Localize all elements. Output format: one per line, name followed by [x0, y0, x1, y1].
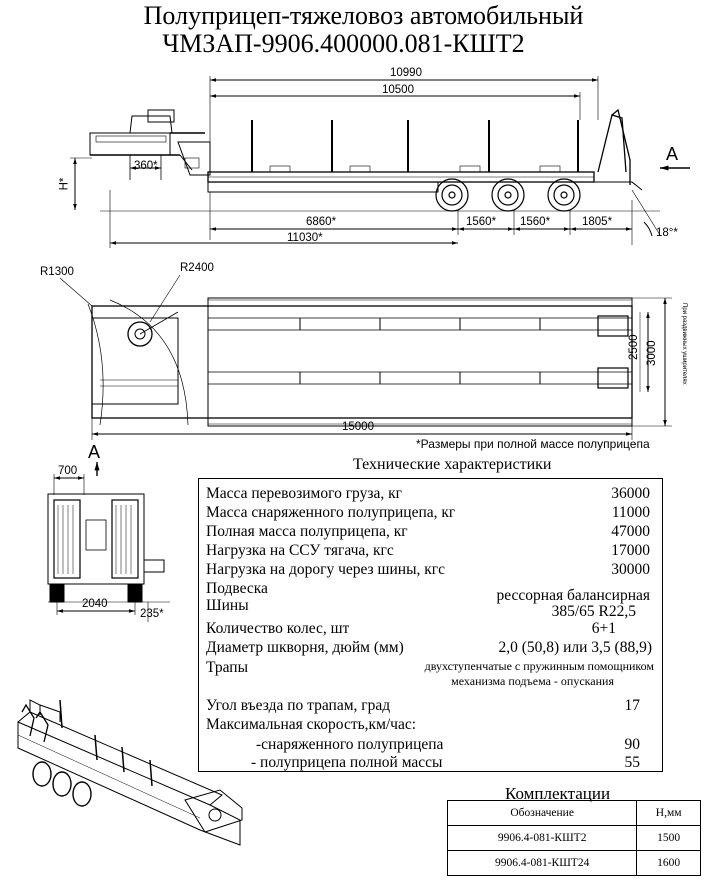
kits-col-designation: Обозначение: [446, 800, 638, 826]
kits-col-height: Н,мм: [636, 800, 701, 826]
dim-ground-clearance: 235*: [140, 608, 164, 620]
specs-heading: Технические характеристики: [353, 456, 552, 473]
spec-value-ramps-2: механизма подъема - опускания: [451, 674, 614, 688]
top-view: [59, 274, 672, 476]
spec-label-speed: Максимальная скорость,км/час:: [206, 716, 417, 733]
dim-height: H*: [58, 177, 71, 191]
spec-value: 30000: [611, 561, 650, 578]
isometric-view: [17, 699, 243, 846]
spec-label: Масса перевозимого груза, кг: [206, 485, 402, 502]
spec-label-speed-empty: -снаряженного полуприцепа: [256, 736, 444, 753]
rear-view: [47, 474, 170, 622]
spec-label-wheels: Количество колес, шт: [206, 620, 350, 637]
dim-radius-front: R1300: [40, 266, 74, 278]
wheel-1: [435, 178, 469, 212]
spec-label-ramp-angle: Угол въезда по трапам, град: [206, 697, 391, 714]
dim-deck-to-axle: 6860*: [306, 216, 337, 228]
kit-designation: 9906.4-081-КШТ24: [446, 850, 638, 876]
dim-top-overall-length: 15000: [342, 421, 374, 433]
side-label-extenders: При раздвижных уширителях: [681, 303, 687, 385]
dim-radius-swing: R2400: [180, 262, 214, 274]
spec-value: 47000: [611, 523, 650, 540]
kit-height: 1500: [636, 825, 701, 851]
spec-label-speed-full: - полуприцепа полной массы: [251, 754, 443, 771]
spec-label-kingpin: Диаметр шкворня, дюйм (мм): [206, 639, 404, 656]
footnote: *Размеры при полной массе полуприцепа: [416, 437, 650, 451]
dim-deck-length: 10500: [382, 84, 414, 96]
kit-height: 1600: [636, 850, 701, 876]
kit-designation: 9906.4-081-КШТ2: [446, 825, 638, 851]
view-marker-top: A: [88, 442, 101, 462]
spec-label: Полная масса полуприцепа, кг: [206, 523, 408, 540]
spec-value-speed-full: 55: [624, 754, 641, 771]
dim-overall-length: 10990: [390, 67, 422, 79]
view-marker-side: A: [666, 144, 679, 164]
spec-label-ramps: Трапы: [206, 659, 249, 676]
dim-ramp-angle: 18°*: [656, 227, 678, 239]
spec-value-tires: 385/65 R22,5: [551, 603, 636, 620]
kits-header-row: Обозначение Н,мм: [446, 800, 701, 826]
spec-label-tires: Шины: [206, 597, 249, 614]
spec-label: Нагрузка на ССУ тягача, кгс: [206, 542, 394, 559]
dim-axle-spacing-1: 1560*: [466, 216, 497, 228]
table-row: 9906.4-081-КШТ24 1600: [446, 850, 701, 876]
dim-rear-overhang: 1805*: [582, 216, 613, 228]
spec-value-suspension: рессорная балансирная: [496, 587, 651, 604]
spec-label: Масса снаряженного полуприцепа, кг: [206, 504, 456, 521]
page-title: Полуприцеп-тяжеловоз автомобильный: [143, 1, 584, 30]
dim-track: 2040: [82, 598, 108, 610]
dim-wheelbase: 11030*: [287, 232, 323, 244]
dim-outer-width: 3000: [646, 340, 658, 366]
model-title: ЧМЗАП-9906.400000.081-КШТ2: [162, 29, 525, 58]
kits-heading: Комплектации: [505, 784, 611, 803]
spec-value-ramps-1: двухступенчатые с пружинным помощником: [424, 659, 654, 673]
spec-value-speed-empty: 90: [624, 736, 641, 753]
spec-value: 17000: [611, 542, 650, 559]
wheel-3: [547, 178, 581, 212]
wheel-2: [491, 178, 525, 212]
table-row: 9906.4-081-КШТ2 1500: [446, 825, 701, 851]
dim-kingpin-offset: 360*: [134, 160, 158, 172]
spec-value: 36000: [611, 485, 650, 502]
spec-value: 11000: [611, 504, 650, 521]
spec-value-kingpin: 2,0 (50,8) или 3,5 (88,9): [498, 639, 652, 656]
dim-ramp-width: 700: [58, 465, 78, 477]
spec-label-suspension: Подвеска: [206, 580, 268, 597]
specs-table: Масса перевозимого груза, кг 36000 Масса…: [198, 478, 663, 772]
dim-inner-width: 2500: [628, 334, 640, 360]
side-view: [70, 76, 690, 248]
dim-axle-spacing-2: 1560*: [520, 216, 551, 228]
spec-label: Нагрузка на дорогу через шины, кгс: [206, 561, 446, 578]
kits-table: Обозначение Н,мм 9906.4-081-КШТ2 1500 99…: [446, 800, 701, 876]
spec-value-wheels: 6+1: [591, 620, 616, 637]
spec-value-ramp-angle: 17: [624, 697, 641, 714]
